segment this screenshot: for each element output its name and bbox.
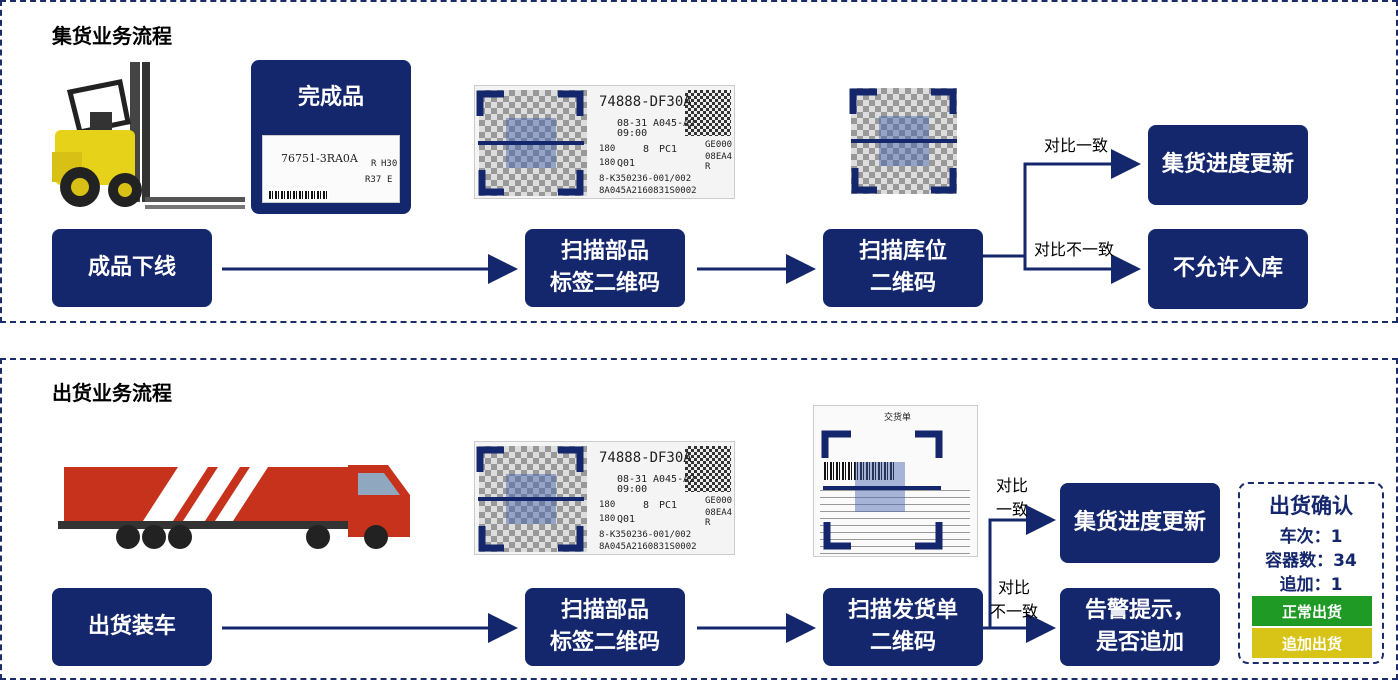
- part-loc: A045-A2: [653, 118, 695, 129]
- confirm-containers: 容器数：34: [1240, 546, 1382, 571]
- part-time: 09:00: [617, 128, 647, 139]
- confirm-title: 出货确认: [1240, 490, 1382, 520]
- step-scan-invoice: 扫描发货单 二维码: [823, 588, 983, 666]
- part-q01: Q01: [617, 514, 635, 525]
- part-r: R: [705, 162, 710, 172]
- part-time: 09:00: [617, 484, 647, 495]
- confirm-trip: 车次：1: [1240, 522, 1382, 547]
- finished-card-r: R: [371, 159, 376, 169]
- part-qty2: 8: [643, 144, 649, 155]
- part-r: R: [705, 518, 710, 528]
- part-qty2: 8: [643, 500, 649, 511]
- step-scan-part-label: 扫描部品 标签二维码: [525, 229, 685, 307]
- part-serial1: 8-K350236-001/002: [599, 530, 691, 540]
- step-scan-location: 扫描库位 二维码: [823, 229, 983, 307]
- truck-icon: [58, 455, 418, 555]
- scan-frame-icon: [849, 86, 959, 196]
- finished-card-e: E: [387, 175, 392, 185]
- scan-frame-icon: [476, 444, 586, 554]
- finished-card-h: H30: [381, 159, 397, 169]
- result-progress-update: 集货进度更新: [1148, 125, 1308, 205]
- part-qty3: 180: [599, 514, 615, 524]
- forklift-icon: [50, 62, 250, 212]
- scan-frame-icon: [821, 428, 945, 552]
- result-alert-add: 告警提示， 是否追加: [1060, 588, 1220, 666]
- scan-frame-icon: [476, 88, 586, 198]
- part-pc1: PC1: [659, 500, 677, 511]
- branch-match-label-2: 对比 一致: [996, 474, 1028, 522]
- branch-mismatch-label-2: 对比 不一致: [990, 576, 1038, 624]
- confirm-added: 追加：1: [1240, 570, 1382, 595]
- part-qty1: 180: [599, 500, 615, 510]
- part-ge000: GE000: [705, 496, 732, 506]
- part-no: 74888-DF30A: [599, 94, 692, 110]
- part-serial2: 8A045A2160831S0002: [599, 186, 697, 196]
- part-qty1: 180: [599, 144, 615, 154]
- add-shipping-button[interactable]: 追加出货: [1252, 628, 1372, 658]
- finished-card-r37: R37: [365, 175, 381, 185]
- finished-goods-label-image: 76751-3RA0A R H30 R37 E: [262, 135, 400, 203]
- shipping-confirm-panel: 出货确认 车次：1 容器数：34 追加：1 正常出货 追加出货: [1238, 482, 1384, 664]
- part-no: 74888-DF30A: [599, 450, 692, 466]
- part-serial2: 8A045A2160831S0002: [599, 542, 697, 552]
- finished-goods-title: 完成品: [298, 82, 364, 114]
- part-serial1: 8-K350236-001/002: [599, 174, 691, 184]
- part-pc1: PC1: [659, 144, 677, 155]
- part-qty3: 180: [599, 158, 615, 168]
- part-ge000: GE000: [705, 140, 732, 150]
- part-ea4: 08EA4: [705, 152, 732, 162]
- normal-shipping-button[interactable]: 正常出货: [1252, 596, 1372, 626]
- finished-card-code: 76751-3RA0A: [281, 152, 358, 165]
- part-loc: A045-A2: [653, 474, 695, 485]
- branch-mismatch-label: 对比不一致: [1034, 238, 1114, 262]
- step-finished-offline: 成品下线: [52, 229, 212, 307]
- branch-match-label: 对比一致: [1044, 134, 1108, 158]
- part-q01: Q01: [617, 158, 635, 169]
- part-ea4: 08EA4: [705, 508, 732, 518]
- result-no-storage: 不允许入库: [1148, 229, 1308, 309]
- result-progress-update-2: 集货进度更新: [1060, 483, 1220, 563]
- step-shipping-load: 出货装车: [52, 588, 212, 666]
- step-scan-part-label-2: 扫描部品 标签二维码: [525, 588, 685, 666]
- invoice-title: 交货单: [884, 410, 911, 423]
